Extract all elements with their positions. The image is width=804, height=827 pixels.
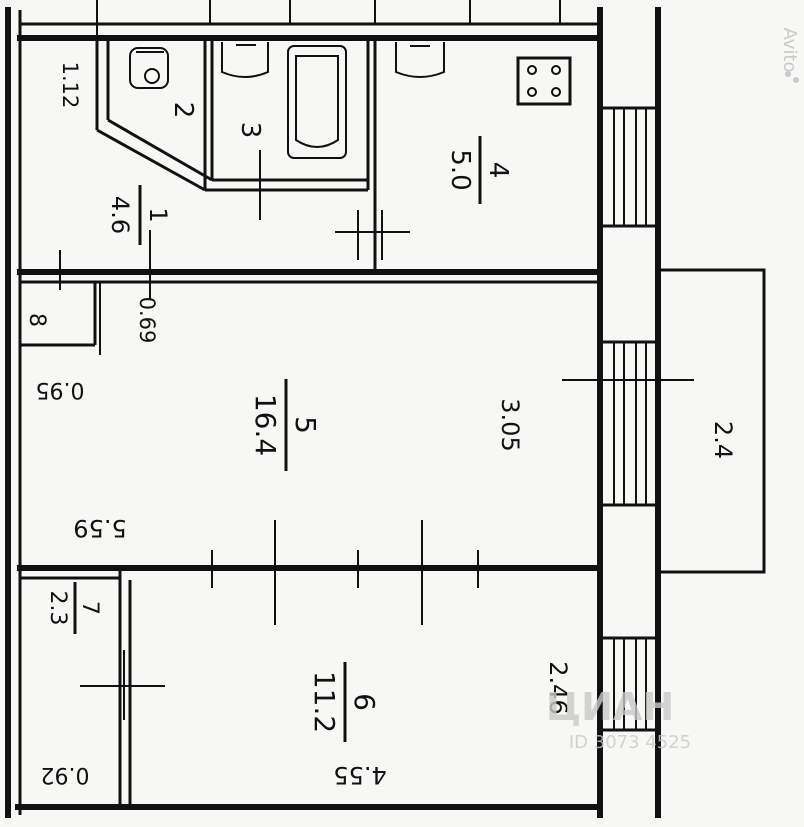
window-lower [600,636,658,732]
dimension-1-12: 1.12 [58,62,82,109]
bathtub-icon [287,45,347,159]
partition-ticks [59,150,479,720]
room-7-number: 7 [77,601,102,615]
room-1-area: 4.6 [106,196,134,234]
dimension-2-46: 2.46 [544,661,572,714]
room-8-number: 8 [24,313,49,327]
room-6-area: 11.2 [308,671,341,733]
room-3-number: 3 [235,122,265,139]
dimension-0-95: 0.95 [36,377,85,402]
avito-logo-dot-icon [785,71,791,77]
room-5-number: 5 [289,416,322,434]
dimension-2-4: 2.4 [709,421,737,459]
cian-watermark: ЦИАН [546,685,674,729]
toilet-icon [129,47,169,89]
dimension-5-59: 5.59 [73,514,126,542]
room-5-walls [17,269,603,571]
room-2-number: 2 [168,102,198,119]
window-middle [600,340,658,507]
outer-walls [5,7,661,818]
kitchen-sink-icon [395,42,445,78]
room-4-label: 4 5.0 [445,136,513,204]
cian-id-watermark: ID 3073 4525 [569,732,691,753]
avito-logo-dot-icon [793,77,799,83]
dimension-3-05: 3.05 [496,398,524,451]
room-5-label: 5 16.4 [249,379,322,471]
top-hatch [96,0,561,38]
room-8-closet [20,282,101,355]
avito-watermark: Avito [779,28,800,73]
dimension-4-55: 4.55 [333,761,386,789]
room-6-label: 6 11.2 [308,662,381,742]
dimension-0-92: 0.92 [41,762,90,787]
lower-walls [20,570,132,807]
window-upper [600,106,658,228]
sink-icon [221,42,269,78]
room-6-number: 6 [348,693,381,711]
dimension-0-69: 0.69 [135,297,159,344]
stove-icon [516,56,572,106]
room-1-label: 1 4.6 [106,185,172,245]
room-4-area: 5.0 [445,149,475,190]
room-7-label: 7 2.3 [45,582,102,634]
room-5-area: 16.4 [249,394,282,456]
room-7-area: 2.3 [45,591,70,626]
room-1-number: 1 [144,207,172,222]
room-4-number: 4 [483,162,513,179]
balcony [656,268,766,574]
